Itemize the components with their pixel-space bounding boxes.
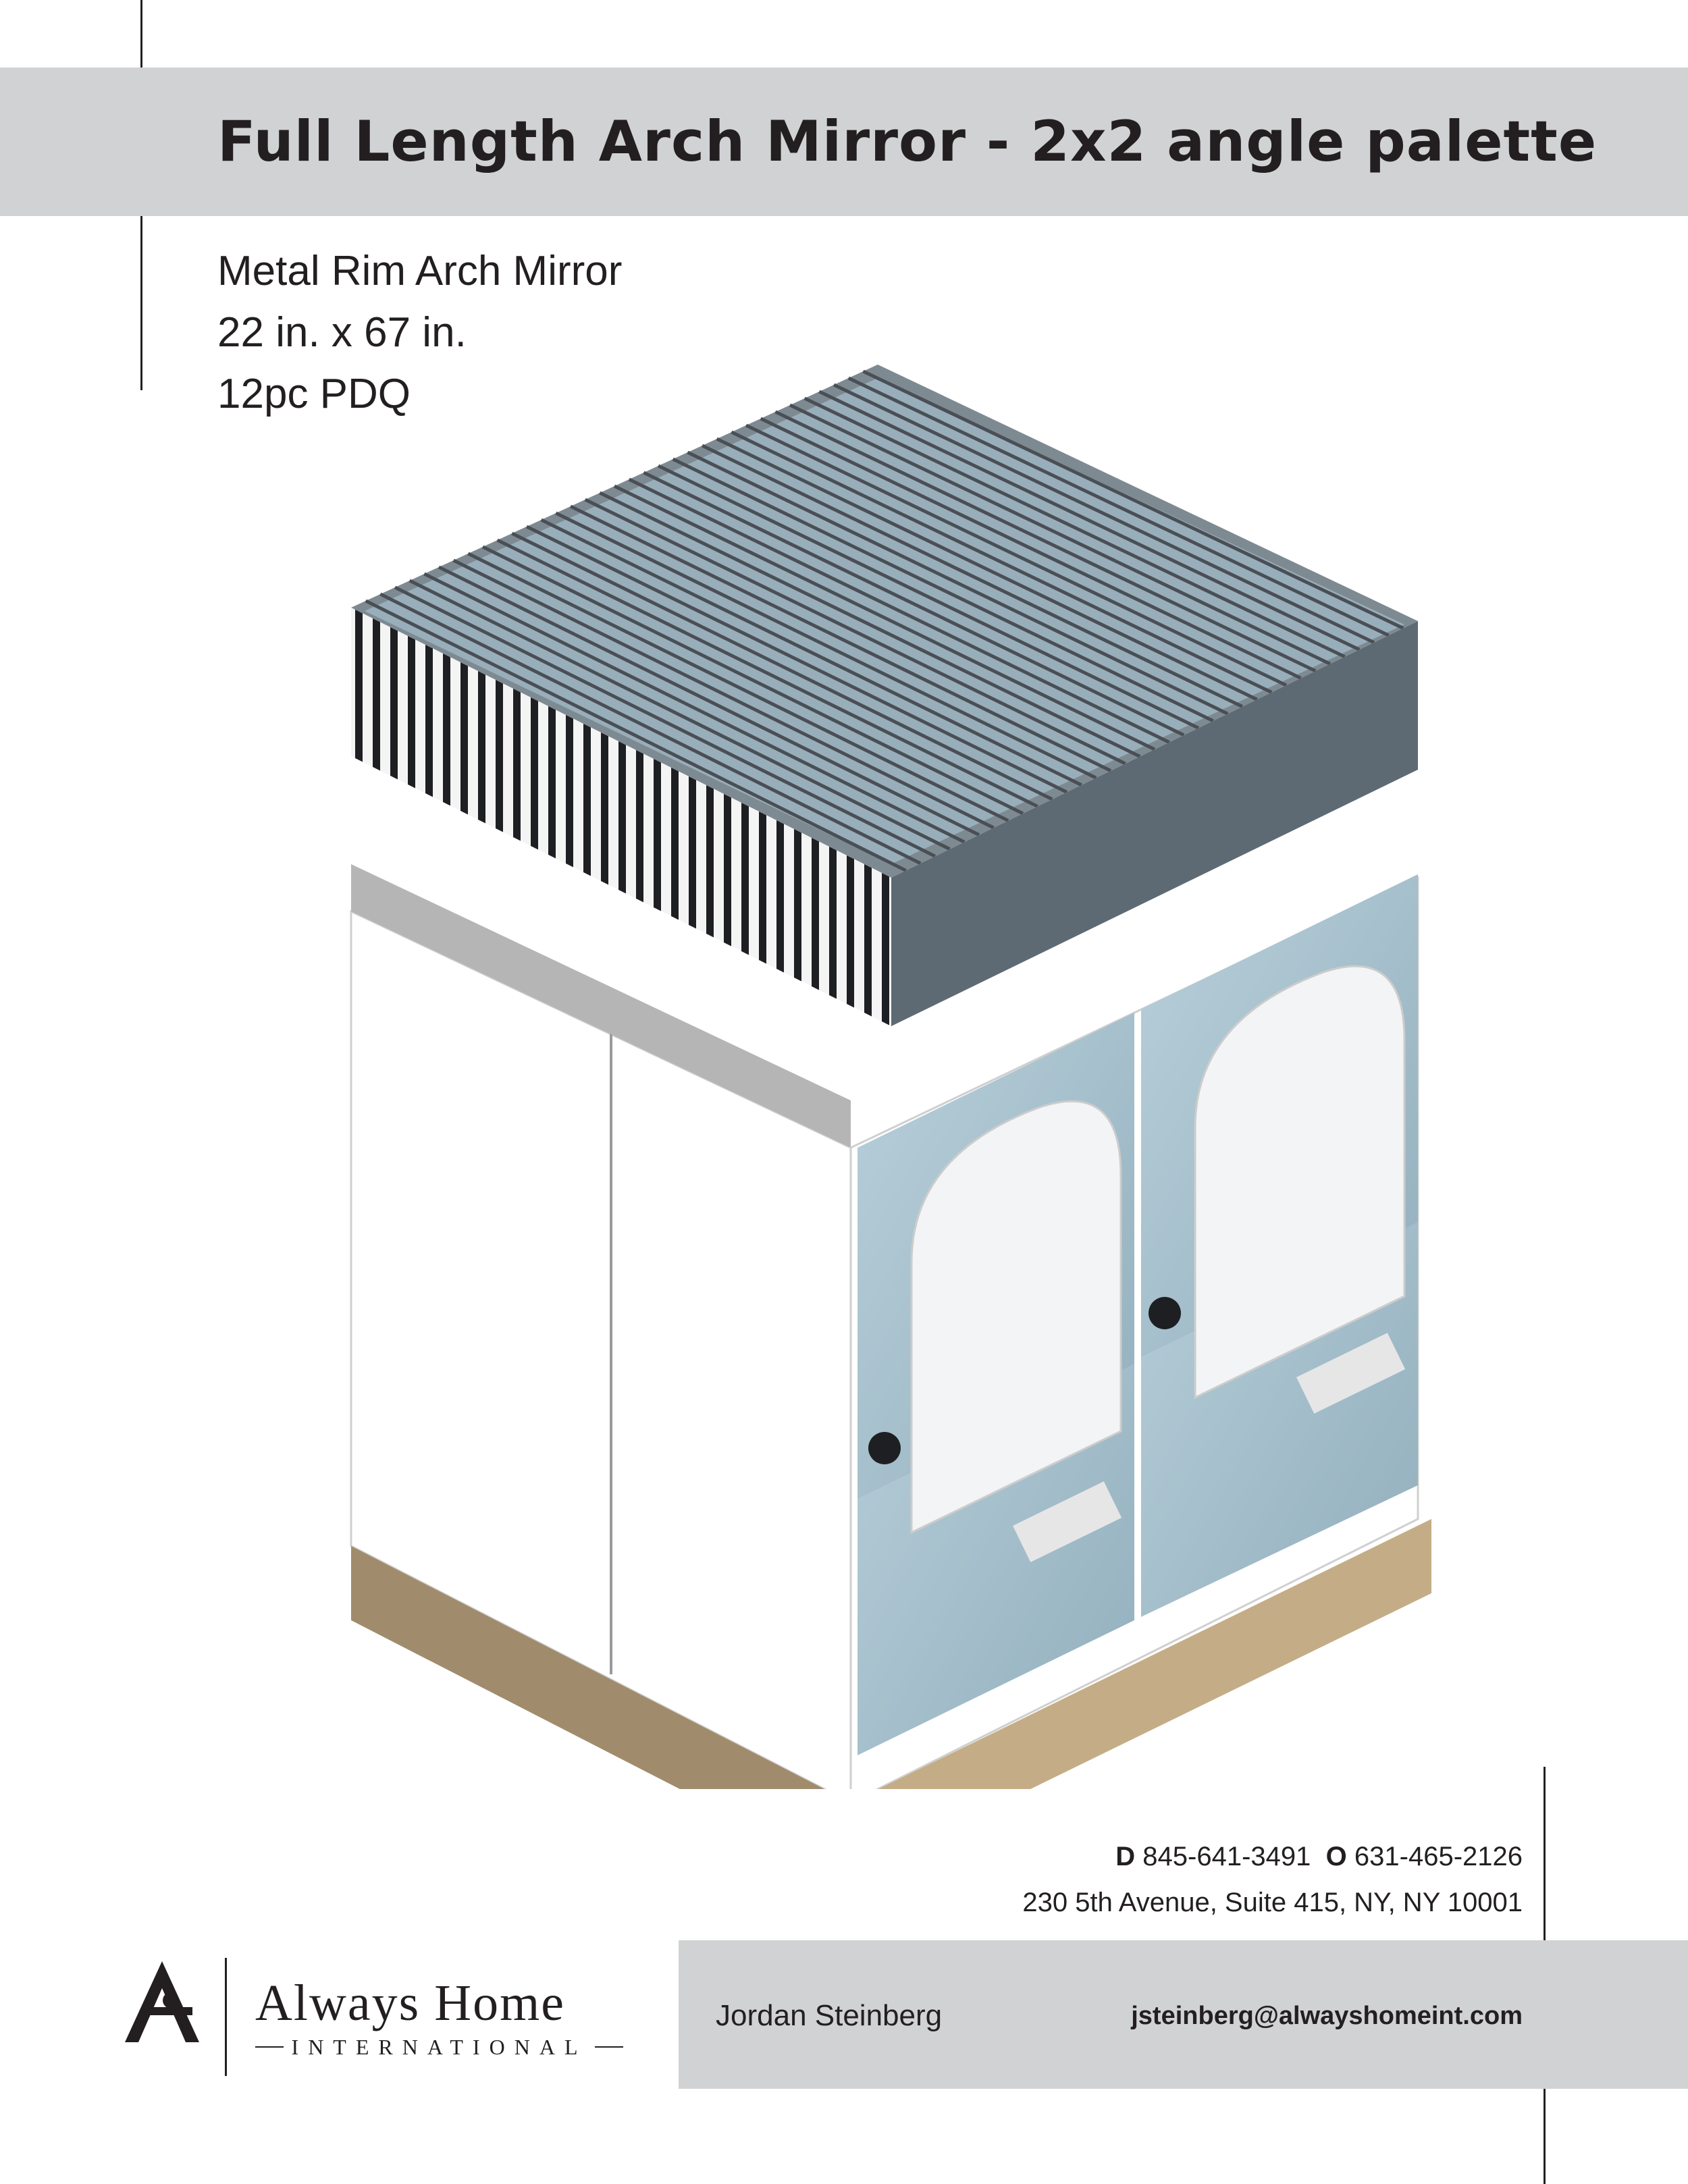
package-edge-line — [745, 423, 1288, 687]
package-stack-right-side — [891, 621, 1418, 1026]
brand-name: Always Home — [255, 1975, 565, 2031]
package-edge-line — [847, 376, 1390, 637]
logo-divider — [225, 1958, 227, 2076]
package-edge-line — [438, 565, 980, 836]
package-edge-line — [555, 511, 1097, 780]
title-band — [0, 68, 1688, 216]
package-edge-line — [569, 504, 1112, 772]
package-edge-line — [365, 599, 907, 872]
package-edge-line — [862, 369, 1404, 630]
package-edge-line — [467, 552, 1009, 822]
spec-quantity: 12pc PDQ — [217, 371, 411, 417]
package-stack-left-side — [351, 608, 891, 1026]
package-edge-line — [789, 403, 1331, 666]
contact-band — [679, 1940, 1688, 2089]
package-edge-line — [687, 450, 1229, 716]
pallet-display-render — [350, 365, 1431, 1789]
address: 230 5th Avenue, Suite 415, NY, NY 10001 — [1022, 1888, 1523, 1917]
package-edge-line — [525, 525, 1068, 794]
package-edge-line — [496, 538, 1038, 808]
package-edge-line — [657, 464, 1200, 730]
spec-dimensions: 22 in. x 67 in. — [217, 309, 467, 356]
package-edge-line — [716, 437, 1258, 701]
contact-name: Jordan Steinberg — [716, 1999, 943, 2032]
package-edge-line — [599, 491, 1141, 758]
package-edges — [365, 369, 1404, 872]
tray-left-side — [350, 909, 852, 1789]
package-edge-line — [731, 430, 1273, 694]
package-edge-line — [774, 410, 1317, 673]
package-edge-line — [511, 531, 1053, 801]
package-edge-line — [613, 484, 1156, 751]
page-title: Full Length Arch Mirror - 2x2 angle pale… — [217, 109, 1598, 174]
phone-line: D 845-641-3491 O 631-465-2126 — [1115, 1839, 1523, 1874]
package-edge-line — [408, 579, 951, 851]
package-edge-line — [423, 572, 966, 844]
package-edge-line — [833, 383, 1375, 644]
tray-front-face — [849, 874, 1419, 1789]
spec-product-name: Metal Rim Arch Mirror — [217, 248, 623, 294]
direct-label: D — [1115, 1842, 1136, 1871]
package-edge-line — [628, 477, 1170, 744]
package-edge-line — [452, 558, 995, 830]
package-edge-line — [760, 417, 1302, 680]
contact-email[interactable]: jsteinberg@alwayshomeint.com — [1131, 2002, 1523, 2030]
package-edge-line — [379, 592, 922, 865]
package-edge-line — [803, 396, 1346, 659]
brand-subtitle-text: INTERNATIONAL — [291, 2034, 587, 2059]
office-label: O — [1325, 1842, 1347, 1871]
direct-phone: 845-641-3491 — [1142, 1842, 1311, 1871]
office-phone: 631-465-2126 — [1354, 1842, 1523, 1871]
package-edge-line — [481, 545, 1024, 816]
package-edge-line — [672, 457, 1214, 723]
package-edge-line — [701, 444, 1244, 708]
brand-subtitle: INTERNATIONAL — [255, 2033, 624, 2060]
package-edge-line — [584, 498, 1126, 766]
brand-logo-icon — [125, 1961, 199, 2042]
package-edge-line — [540, 518, 1082, 787]
package-edge-line — [394, 585, 937, 858]
package-edge-line — [643, 471, 1185, 737]
package-edge-line — [818, 390, 1361, 651]
